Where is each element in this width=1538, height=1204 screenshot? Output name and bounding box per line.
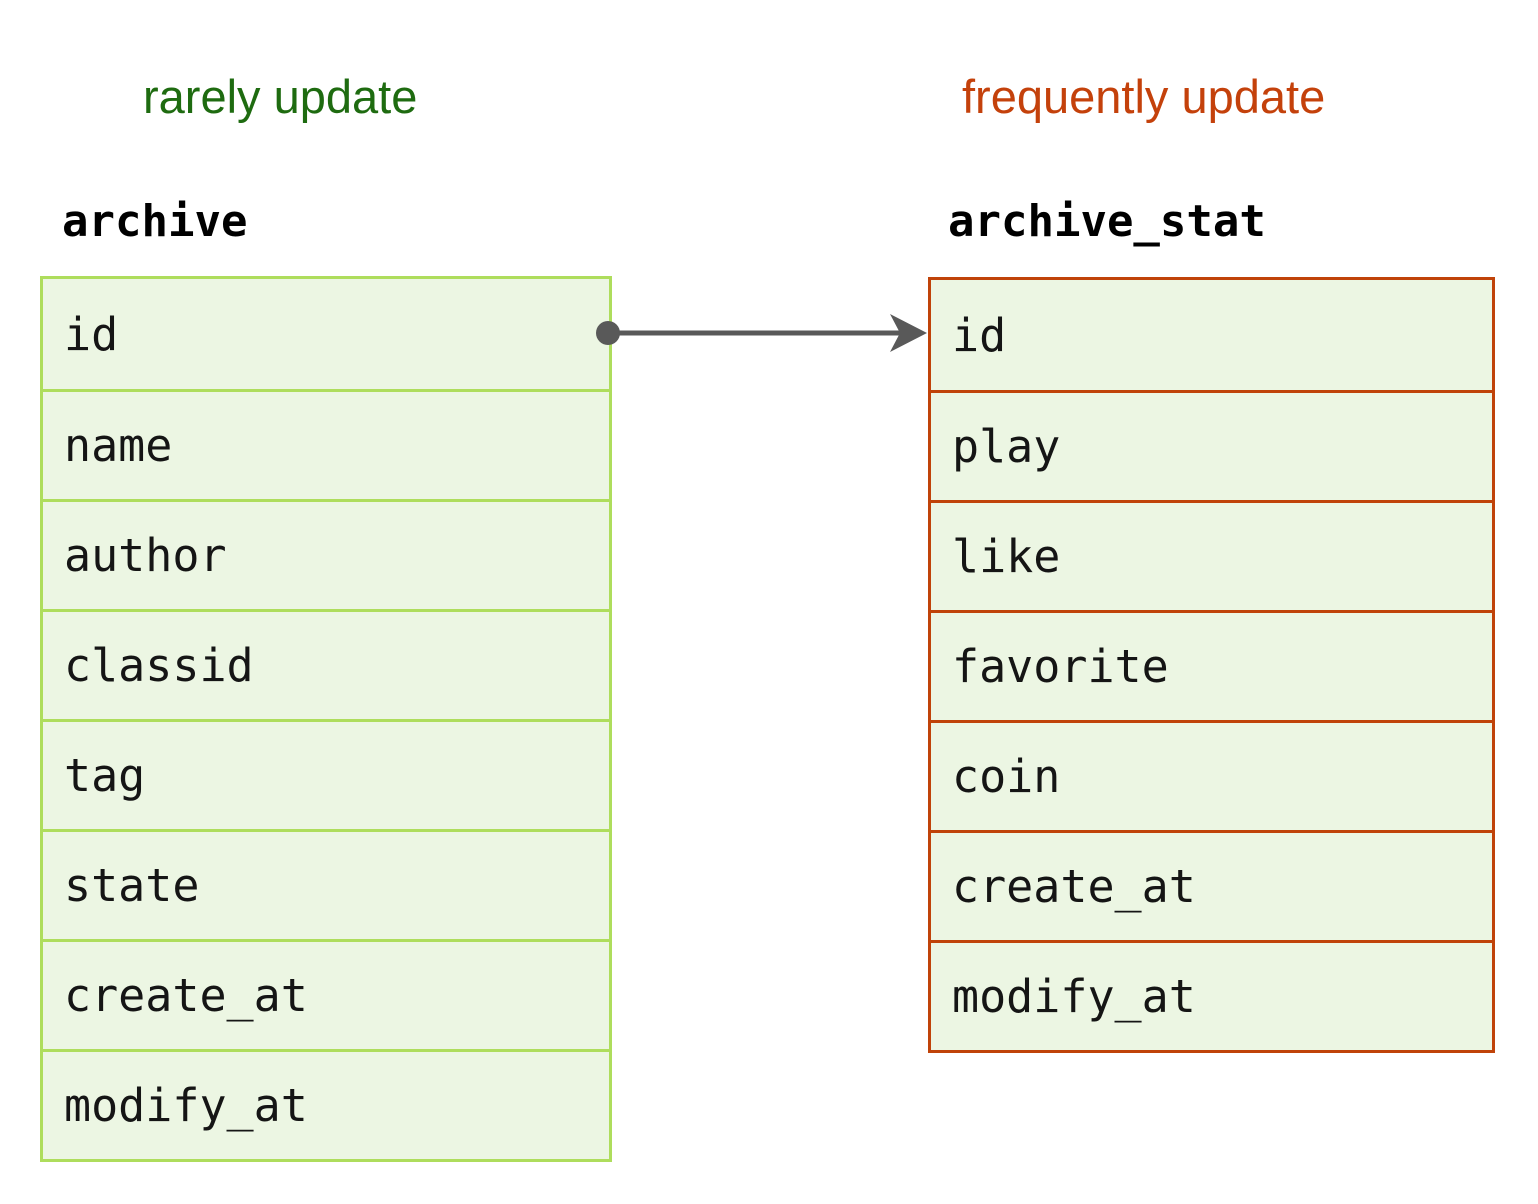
connector-arrowhead-icon <box>890 314 927 352</box>
entity-table-archive-stat: id play like favorite coin create_at mod… <box>928 277 1495 1053</box>
table-row: tag <box>43 719 609 829</box>
caption-frequently-update: frequently update <box>962 70 1326 123</box>
relationship-connector-arrow <box>596 314 927 352</box>
table-row: classid <box>43 609 609 719</box>
table-row: state <box>43 829 609 939</box>
table-row: author <box>43 499 609 609</box>
table-row: create_at <box>43 939 609 1049</box>
table-title-archive-stat: archive_stat <box>948 196 1266 247</box>
table-row: create_at <box>931 830 1492 940</box>
table-row: id <box>931 280 1492 390</box>
table-row: modify_at <box>931 940 1492 1050</box>
caption-rarely-update: rarely update <box>143 70 418 123</box>
entity-table-archive: id name author classid tag state create_… <box>40 276 612 1162</box>
table-row: coin <box>931 720 1492 830</box>
table-row: like <box>931 500 1492 610</box>
table-row: name <box>43 389 609 499</box>
table-row: modify_at <box>43 1049 609 1159</box>
table-row: play <box>931 390 1492 500</box>
table-row: favorite <box>931 610 1492 720</box>
table-title-archive: archive <box>62 196 248 247</box>
table-row: id <box>43 279 609 389</box>
